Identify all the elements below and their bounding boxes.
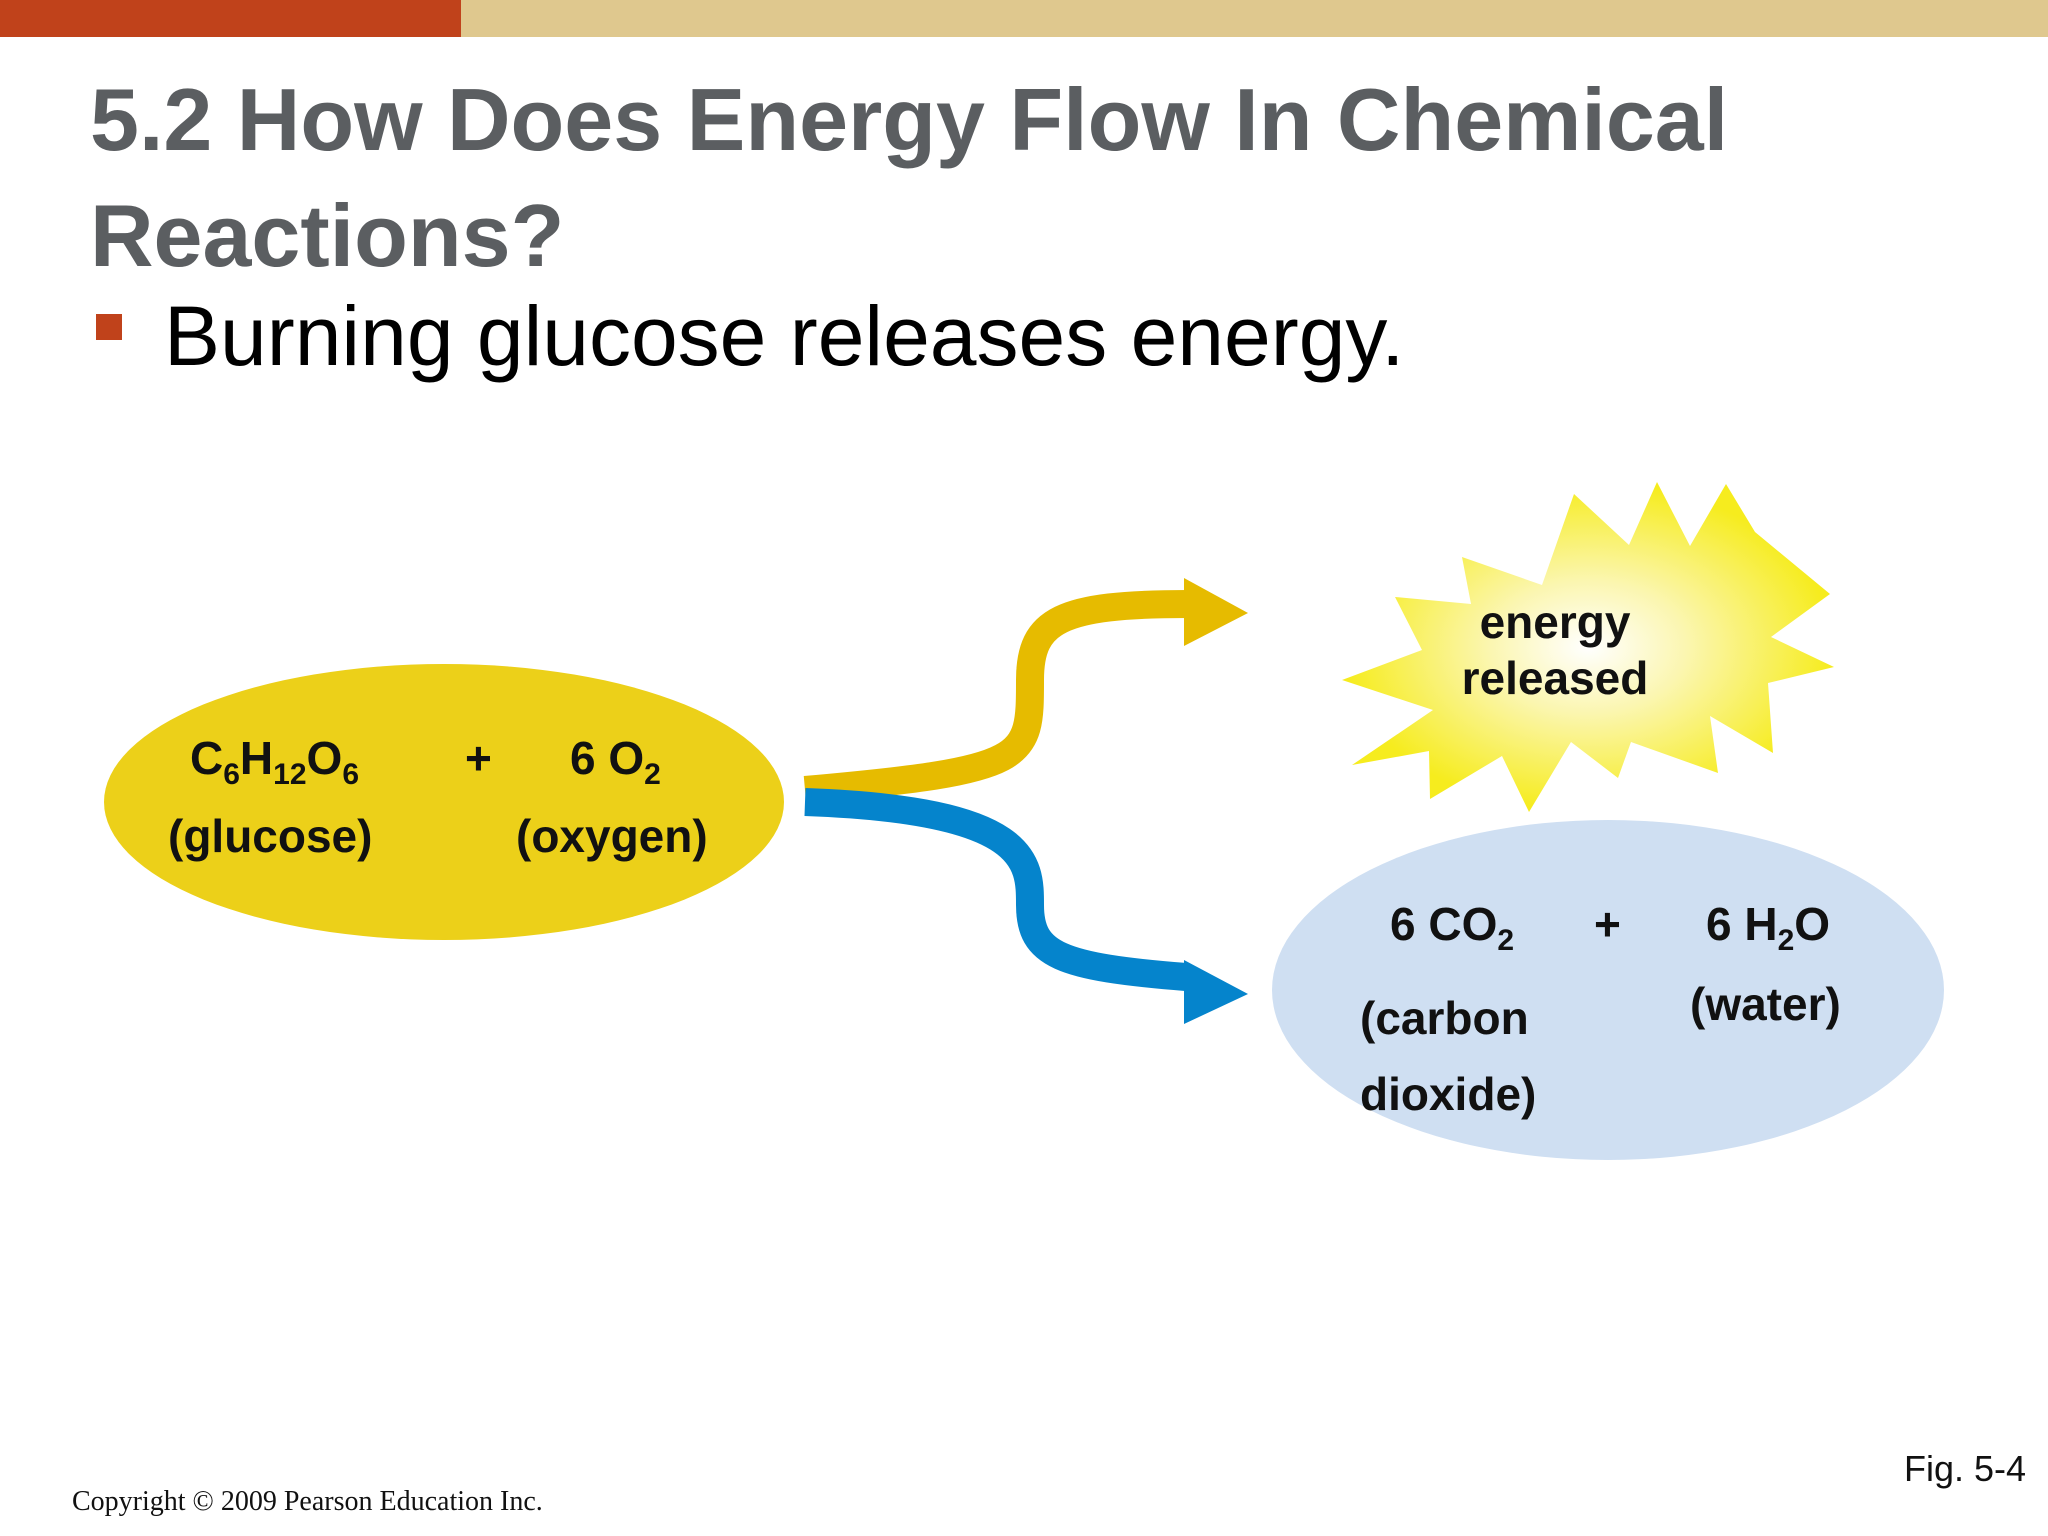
glucose-formula: C6H12O6 — [190, 732, 359, 791]
oxygen-label: (oxygen) — [516, 810, 708, 862]
bullet-marker — [96, 314, 122, 340]
figure-number: Fig. 5-4 — [1903, 1448, 2026, 1489]
water-label: (water) — [1690, 978, 1841, 1030]
slide-title: 5.2 How Does Energy Flow In Chemical Rea… — [90, 70, 1729, 285]
energy-arrow — [803, 590, 1189, 804]
reactant-plus-sign: + — [465, 732, 492, 784]
carbon-dioxide-label: (carbon dioxide) — [1360, 992, 1537, 1120]
reactant-oval — [104, 664, 784, 940]
copyright-notice: Copyright © 2009 Pearson Education Inc. — [72, 1486, 543, 1517]
energy-arrowhead-icon — [1184, 578, 1248, 646]
glucose-label: (glucose) — [168, 810, 373, 862]
product-arrowhead-icon — [1184, 960, 1248, 1024]
top-accent-bar-right — [461, 0, 2048, 37]
top-accent-bar-left — [0, 0, 461, 37]
product-arrow — [804, 788, 1188, 991]
water-formula: 6 H2O — [1706, 898, 1831, 957]
product-plus-sign: + — [1594, 898, 1621, 950]
co2-formula: 6 CO2 — [1390, 898, 1515, 957]
energy-starburst — [1342, 482, 1834, 812]
oxygen-formula: 6 O2 — [570, 732, 661, 791]
bullet-text: Burning glucose releases energy. — [164, 289, 1405, 383]
product-oval — [1272, 820, 1944, 1160]
energy-released-label: energy released — [1461, 596, 1649, 704]
